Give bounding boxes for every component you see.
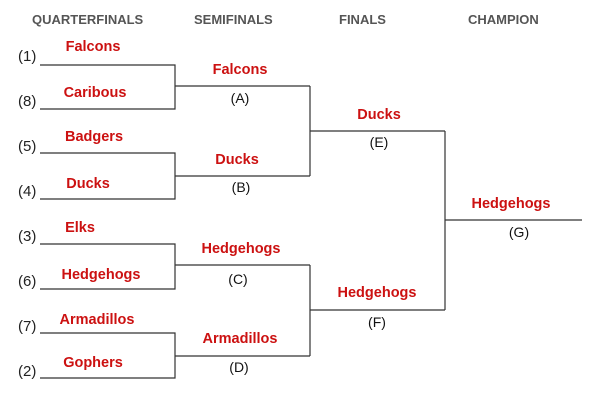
sf-team: Falcons xyxy=(212,62,268,78)
sf-team: Armadillos xyxy=(202,331,278,347)
qf-team: Armadillos xyxy=(59,312,135,328)
connector-qf-pair-2 xyxy=(40,152,310,200)
connector-sf-pair-2 xyxy=(309,265,445,356)
qf-team: Caribous xyxy=(63,85,127,101)
seed-label: (8) xyxy=(18,93,37,110)
game-label: (B) xyxy=(231,179,251,195)
game-label: (E) xyxy=(369,134,389,150)
header-quarterfinals: QUARTERFINALS xyxy=(32,12,144,27)
qf-team: Elks xyxy=(65,220,95,236)
seed-label: (2) xyxy=(18,363,37,380)
seed-label: (6) xyxy=(18,273,37,290)
connector-qf-pair-4 xyxy=(40,332,310,379)
connector-qf-pair-3 xyxy=(40,243,310,290)
seed-label: (4) xyxy=(18,183,37,200)
sf-team: Ducks xyxy=(215,152,259,168)
seed-label: (1) xyxy=(18,48,37,65)
champion-team: Hedgehogs xyxy=(471,196,551,212)
qf-team: Ducks xyxy=(66,176,110,192)
final-team: Hedgehogs xyxy=(337,285,417,301)
header-semifinals: SEMIFINALS xyxy=(194,12,273,27)
game-label: (A) xyxy=(230,90,250,106)
seed-label: (3) xyxy=(18,228,37,245)
game-label: (D) xyxy=(229,359,249,375)
connector-qf-pair-1 xyxy=(40,64,310,110)
connector-finals xyxy=(444,131,582,310)
header-finals: FINALS xyxy=(339,12,386,27)
qf-team: Hedgehogs xyxy=(61,267,141,283)
qf-team: Badgers xyxy=(64,129,124,145)
qf-team: Gophers xyxy=(63,355,123,371)
header-champion: CHAMPION xyxy=(468,12,539,27)
sf-team: Hedgehogs xyxy=(201,241,281,257)
game-label: (G) xyxy=(508,224,530,240)
connector-sf-pair-1 xyxy=(309,86,445,176)
game-label: (F) xyxy=(368,314,386,330)
game-label: (C) xyxy=(228,271,248,287)
seed-label: (5) xyxy=(18,138,37,155)
seed-label: (7) xyxy=(18,318,37,335)
final-team: Ducks xyxy=(357,107,401,123)
qf-team: Falcons xyxy=(65,39,121,55)
